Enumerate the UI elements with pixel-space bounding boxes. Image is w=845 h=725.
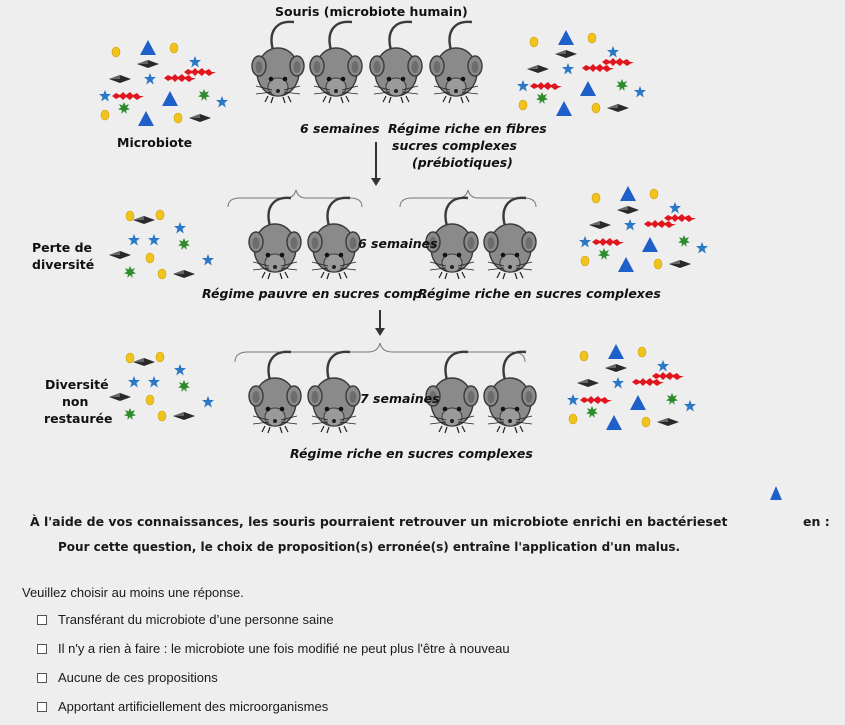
rich-microbiota-middle bbox=[579, 186, 708, 272]
rich-microbiota-top-right bbox=[517, 30, 646, 116]
answer-instruction: Veuillez choisir au moins une réponse. bbox=[22, 585, 244, 600]
duration-top: 6 semaines bbox=[300, 121, 380, 136]
option-label: Apportant artificiellement des microorga… bbox=[58, 699, 329, 714]
duration-bottom: 7 semaines bbox=[360, 391, 440, 406]
mouse bbox=[250, 20, 306, 105]
duration-middle: 6 semaines bbox=[358, 236, 438, 251]
poor-microbiota-bottom bbox=[109, 352, 214, 421]
diet-top-line1: Régime riche en fibres bbox=[388, 121, 547, 136]
question-and: et bbox=[713, 514, 728, 529]
diet-top-line3: (prébiotiques) bbox=[412, 155, 513, 170]
option-label: Transférant du microbiote d’une personne… bbox=[58, 612, 334, 627]
option-checkbox[interactable] bbox=[37, 672, 47, 683]
mouse bbox=[247, 350, 303, 435]
blue-triangle-bacteria-icon bbox=[756, 486, 796, 533]
mouse bbox=[368, 20, 424, 105]
option-healthy-transplant[interactable]: Transférant du microbiote d’une personne… bbox=[37, 612, 334, 627]
option-artificial-microorganisms[interactable]: Apportant artificiellement des microorga… bbox=[37, 699, 328, 714]
diversity-not-restored-line3: restaurée bbox=[44, 411, 113, 426]
option-none[interactable]: Aucune de ces propositions bbox=[37, 670, 218, 685]
mouse bbox=[482, 196, 538, 281]
rich-microbiota-top-left bbox=[99, 40, 228, 126]
diet-middle-left: Régime pauvre en sucres comp. bbox=[202, 286, 427, 301]
option-checkbox[interactable] bbox=[37, 643, 47, 654]
mouse bbox=[428, 20, 484, 105]
figure-title: Souris (microbiote humain) bbox=[275, 4, 468, 19]
microbiota-label: Microbiote bbox=[117, 135, 193, 150]
option-checkbox[interactable] bbox=[37, 701, 47, 712]
option-label: Il n'y a rien à faire : le microbiote un… bbox=[58, 641, 510, 656]
diet-middle-right: Régime riche en sucres complexes bbox=[418, 286, 661, 301]
mouse bbox=[306, 350, 362, 435]
penalty-warning: Pour cette question, le choix de proposi… bbox=[30, 540, 680, 554]
diversity-loss-line1: Perte de bbox=[32, 240, 93, 255]
microbiota-figure: ! Souris (microbiote humain) Microbiote … bbox=[26, 4, 796, 561]
mouse bbox=[482, 350, 538, 435]
mouse bbox=[247, 196, 303, 281]
diet-top-line2: sucres complexes bbox=[392, 138, 517, 153]
diversity-not-restored-line2: non bbox=[62, 394, 89, 409]
penalty-warning-text: Pour cette question, le choix de proposi… bbox=[58, 540, 681, 554]
question-end: en : bbox=[803, 514, 830, 529]
poor-microbiota-middle bbox=[109, 210, 214, 279]
question-text: À l'aide de vos connaissances, les souri… bbox=[30, 514, 713, 529]
diet-bottom: Régime riche en sucres complexes bbox=[290, 446, 533, 461]
mouse bbox=[308, 20, 364, 105]
option-label: Aucune de ces propositions bbox=[58, 670, 218, 685]
rich-microbiota-bottom bbox=[567, 344, 696, 430]
diversity-not-restored-line1: Diversité bbox=[45, 377, 109, 392]
diversity-loss-line2: diversité bbox=[32, 257, 95, 272]
mouse bbox=[306, 196, 362, 281]
option-nothing-to-do[interactable]: Il n'y a rien à faire : le microbiote un… bbox=[37, 641, 510, 656]
option-checkbox[interactable] bbox=[37, 614, 47, 625]
